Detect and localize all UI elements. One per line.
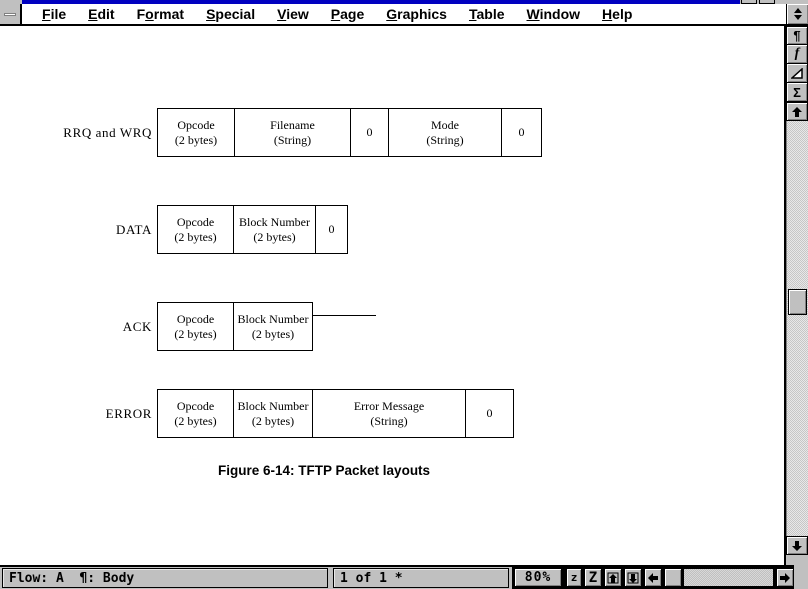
restore-up-icon: [793, 8, 802, 13]
pilcrow-icon: ¶: [793, 28, 801, 43]
menu-edit[interactable]: Edit: [88, 6, 115, 22]
packet-boxes: Opcode(2 bytes) Block Number(2 bytes) 0: [157, 205, 348, 254]
statusbar-corner: [794, 565, 808, 589]
figure-caption: Figure 6-14: TFTP Packet layouts: [218, 463, 431, 478]
arrow-up-icon: [792, 106, 802, 117]
packet-row-label: DATA: [115, 222, 152, 237]
packet-cell: Error Message(String): [312, 389, 466, 438]
packet-cell: Opcode(2 bytes): [157, 108, 235, 157]
title-bar: [0, 0, 808, 4]
menu-special[interactable]: Special: [206, 6, 256, 22]
character-f-icon: f: [794, 46, 800, 61]
page-down-icon: [627, 572, 639, 583]
packet-cell: Opcode(2 bytes): [157, 302, 234, 351]
menu-window[interactable]: Window: [526, 6, 581, 22]
minimize-button-stub[interactable]: [741, 0, 757, 4]
menu-page[interactable]: Page: [330, 6, 365, 22]
packet-cell: 0: [501, 108, 542, 157]
page-status-field: 1 of 1 *: [333, 568, 509, 588]
character-catalog-button[interactable]: f: [786, 45, 808, 64]
packet-cell: Block Number(2 bytes): [233, 389, 313, 438]
stray-graphic-line: [313, 315, 376, 316]
arrow-right-icon: [780, 572, 790, 583]
packet-cell: Filename(String): [234, 108, 351, 157]
title-bar-strip: [22, 0, 740, 4]
triangle-icon: [791, 67, 803, 79]
scroll-up-button[interactable]: [786, 102, 808, 121]
scroll-down-button[interactable]: [786, 536, 808, 555]
menu-items: File Edit Format Special View Page Graph…: [22, 4, 786, 24]
page-up-icon: [607, 572, 619, 583]
status-bar: Flow: A ¶: Body 1 of 1 * 80% z Z: [0, 565, 794, 589]
menu-view[interactable]: View: [277, 6, 309, 22]
packet-row-label: ERROR: [105, 406, 152, 421]
menu-bar: File Edit Format Special View Page Graph…: [0, 4, 808, 26]
control-menu-dash-icon: [4, 12, 16, 16]
packet-cell: 0: [465, 389, 514, 438]
packet-cell: Block Number(2 bytes): [233, 302, 313, 351]
menu-help[interactable]: Help: [602, 6, 633, 22]
menu-format[interactable]: Format: [136, 6, 185, 22]
arrow-down-icon: [792, 540, 802, 551]
zoom-out-button[interactable]: z: [566, 568, 582, 587]
document-page[interactable]: RRQ and WRQ Opcode(2 bytes) Filename(Str…: [0, 26, 784, 565]
next-page-button[interactable]: [624, 568, 642, 587]
vertical-scrollbar-thumb[interactable]: [788, 289, 807, 315]
packet-boxes: Opcode(2 bytes) Filename(String) 0 Mode(…: [157, 108, 542, 157]
packet-cell: 0: [350, 108, 389, 157]
equations-button[interactable]: Σ: [786, 83, 808, 102]
packet-cell: 0: [315, 205, 348, 254]
packet-row-data: DATA Opcode(2 bytes) Block Number(2 byte…: [0, 205, 600, 254]
vertical-scrollbar-track[interactable]: [786, 121, 808, 536]
horizontal-scrollbar-thumb[interactable]: [664, 568, 682, 587]
packet-row-label: RRQ and WRQ: [63, 125, 152, 140]
packet-row-label: ACK: [122, 319, 152, 334]
packet-cell: Mode(String): [388, 108, 502, 157]
flow-status-field: Flow: A ¶: Body: [2, 568, 328, 588]
paragraph-catalog-button[interactable]: ¶: [786, 26, 808, 45]
maximize-button-stub[interactable]: [759, 0, 775, 4]
horizontal-scrollbar-track[interactable]: [684, 568, 774, 587]
arrow-left-icon: [648, 572, 658, 583]
menu-graphics[interactable]: Graphics: [386, 6, 447, 22]
restore-window-button[interactable]: [786, 4, 808, 24]
previous-page-button[interactable]: [604, 568, 622, 587]
scroll-right-button[interactable]: [776, 568, 794, 587]
right-toolbar: ¶ f Σ: [784, 26, 808, 571]
zoom-percent-button[interactable]: 80%: [514, 568, 562, 587]
packet-row-ack: ACK Opcode(2 bytes) Block Number(2 bytes…: [0, 302, 600, 351]
document-control-menu-button[interactable]: [0, 4, 22, 24]
sigma-icon: Σ: [793, 84, 801, 100]
packet-cell: Opcode(2 bytes): [157, 205, 234, 254]
restore-down-icon: [793, 15, 802, 20]
scroll-left-button[interactable]: [644, 568, 662, 587]
tools-palette-button[interactable]: [786, 64, 808, 83]
packet-cell: Block Number(2 bytes): [233, 205, 316, 254]
zoom-panel: 80% z Z: [512, 567, 794, 589]
menu-file[interactable]: File: [42, 6, 67, 22]
zoom-in-button[interactable]: Z: [584, 568, 602, 587]
menu-table[interactable]: Table: [468, 6, 505, 22]
packet-row-rrq-wrq: RRQ and WRQ Opcode(2 bytes) Filename(Str…: [0, 108, 600, 157]
packet-cell: Opcode(2 bytes): [157, 389, 234, 438]
packet-boxes: Opcode(2 bytes) Block Number(2 bytes) Er…: [157, 389, 514, 438]
packet-row-error: ERROR Opcode(2 bytes) Block Number(2 byt…: [0, 389, 600, 438]
packet-boxes: Opcode(2 bytes) Block Number(2 bytes): [157, 302, 313, 351]
